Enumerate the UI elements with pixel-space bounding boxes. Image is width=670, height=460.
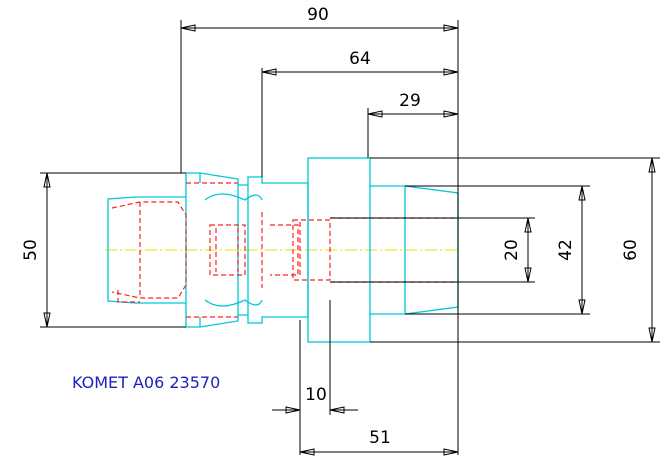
dim-diameter-50: 50	[21, 239, 41, 261]
dim-length-51: 51	[369, 428, 391, 448]
dim-overall-length: 90	[307, 5, 329, 25]
dim-diameter-42: 42	[556, 239, 576, 261]
dim-length-64: 64	[349, 49, 371, 69]
dimension-lines	[40, 20, 660, 456]
part-label: KOMET A06 23570	[72, 373, 220, 392]
dim-length-29: 29	[399, 91, 421, 111]
dim-flange-width: 10	[305, 385, 327, 405]
dim-diameter-20: 20	[502, 239, 522, 261]
dim-diameter-60: 60	[621, 239, 641, 261]
